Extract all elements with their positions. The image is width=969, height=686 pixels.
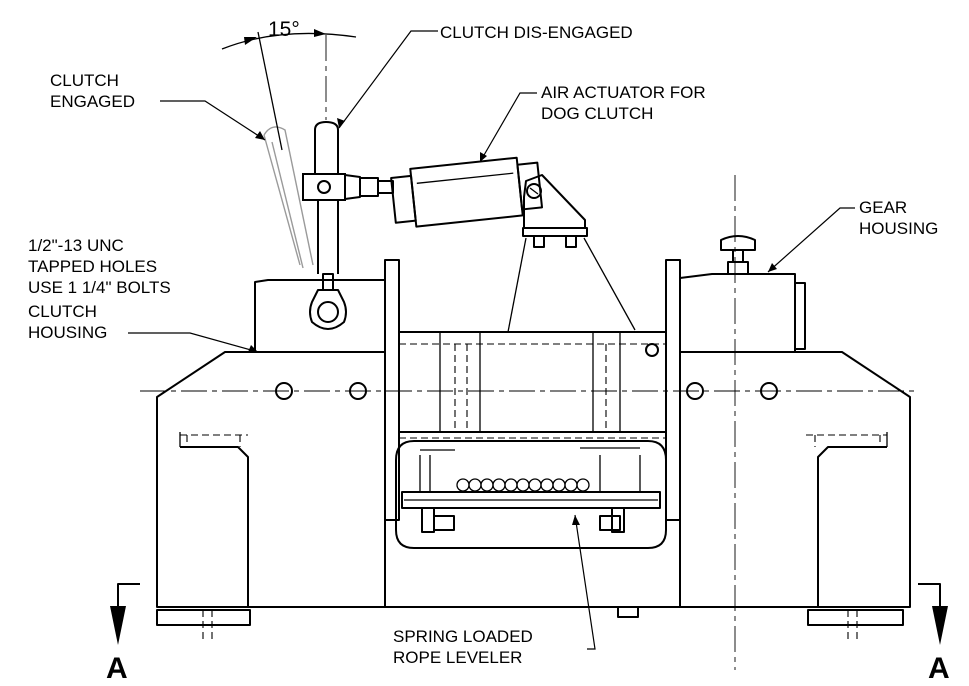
- label-rope-leveler-2: ROPE LEVELER: [393, 648, 522, 667]
- label-clutch-disengaged: CLUTCH DIS-ENGAGED: [440, 23, 633, 42]
- label-clutch-housing-1: CLUTCH: [28, 302, 97, 321]
- center-lines: [140, 35, 915, 670]
- air-actuator: [390, 156, 636, 333]
- rope-leveler: [395, 440, 667, 549]
- label-rope-leveler-1: SPRING LOADED: [393, 627, 533, 646]
- label-clutch-housing-2: HOUSING: [28, 323, 107, 342]
- label-air-actuator-1: AIR ACTUATOR FOR: [541, 83, 706, 102]
- angle-label: 15°: [268, 18, 300, 41]
- leader-lines: [128, 30, 855, 650]
- tapped-holes: [275, 382, 778, 400]
- base-frame: [156, 351, 911, 640]
- section-label-right: A: [928, 652, 950, 685]
- label-tapped-holes-3: USE 1 1/4" BOLTS: [28, 278, 171, 297]
- label-tapped-holes-1: 1/2"-13 UNC: [28, 236, 124, 255]
- annotation-labels: CLUTCH DIS-ENGAGED CLUTCH ENGAGED AIR AC…: [28, 23, 938, 667]
- section-marks: A A: [106, 583, 950, 685]
- label-clutch-engaged-1: CLUTCH: [50, 71, 119, 90]
- gear-housing: [679, 235, 806, 353]
- angle-dimension: 15°: [221, 18, 357, 151]
- label-gear-housing-1: GEAR: [859, 198, 907, 217]
- section-label-left: A: [106, 652, 128, 685]
- spring-coil: [456, 478, 590, 492]
- winch-drum: [384, 259, 681, 521]
- label-air-actuator-2: DOG CLUTCH: [541, 104, 653, 123]
- label-gear-housing-2: HOUSING: [859, 219, 938, 238]
- label-clutch-engaged-2: ENGAGED: [50, 92, 135, 111]
- clutch-lever: [263, 121, 394, 274]
- label-tapped-holes-2: TAPPED HOLES: [28, 257, 157, 276]
- clutch-housing: [254, 273, 386, 352]
